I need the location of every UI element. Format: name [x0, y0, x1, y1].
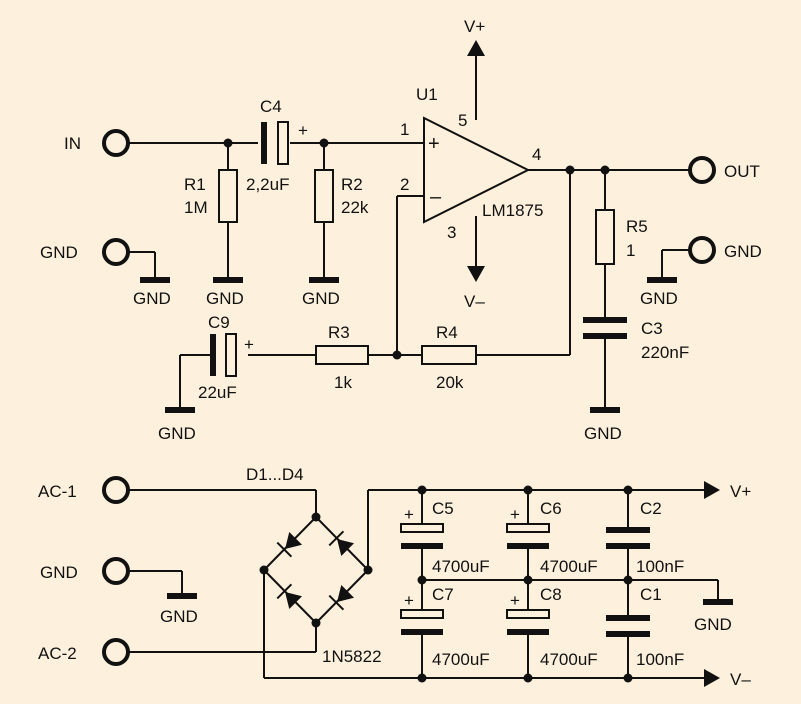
capacitor-c7	[400, 609, 444, 635]
gnd-terminal-psu[interactable]	[102, 557, 130, 585]
r1-ref: R1	[184, 175, 206, 194]
c1-value: 100nF	[636, 650, 684, 669]
r5-ref: R5	[626, 217, 648, 236]
ic-part-label: LM1875	[482, 201, 543, 220]
c6-value: 4700uF	[540, 557, 598, 576]
c4-plus-sign: +	[298, 121, 308, 140]
out-label: OUT	[724, 162, 760, 181]
c6-ref: C6	[540, 499, 562, 518]
junctions-amp	[223, 138, 610, 360]
c5-value: 4700uF	[432, 557, 490, 576]
resistor-r2	[314, 169, 334, 223]
ac2-terminal[interactable]	[102, 638, 130, 666]
capacitor-c4	[261, 121, 289, 165]
c4-value: 2,2uF	[246, 175, 289, 194]
c9-plus-sign: +	[244, 335, 254, 354]
capacitor-c3	[583, 317, 627, 339]
out-terminal[interactable]	[688, 156, 716, 184]
resistor-r5	[595, 209, 615, 265]
gnd-connector-label-right: GND	[724, 242, 762, 261]
resistor-r3	[315, 345, 369, 365]
c7-plus-sign: +	[404, 591, 414, 610]
opamp-plus-sign: +	[428, 133, 440, 155]
c7-value: 4700uF	[432, 650, 490, 669]
r1-value: 1M	[184, 198, 208, 217]
capacitor-c2	[606, 527, 650, 549]
c8-value: 4700uF	[540, 650, 598, 669]
r3-value: 1k	[334, 373, 352, 392]
c9-value: 22uF	[198, 383, 237, 402]
ac1-terminal[interactable]	[102, 476, 130, 504]
ic-ref-label: U1	[416, 85, 438, 104]
capacitor-c8	[506, 609, 550, 635]
pin2-label: 2	[400, 175, 409, 194]
bridge-diodes	[276, 530, 355, 611]
r3-ref: R3	[328, 323, 350, 342]
r4-ref: R4	[436, 323, 458, 342]
c2-ref: C2	[640, 499, 662, 518]
in-label: IN	[64, 134, 81, 153]
capacitor-c6	[506, 523, 550, 549]
resistor-r4	[421, 345, 477, 365]
c4-ref: C4	[260, 97, 282, 116]
gnd-label-5: GND	[584, 424, 622, 443]
ac1-label: AC-1	[38, 482, 77, 501]
gnd-connector-label-left: GND	[40, 243, 78, 262]
ac2-label: AC-2	[38, 644, 77, 663]
amp-wiring	[128, 48, 690, 408]
c2-value: 100nF	[636, 557, 684, 576]
pin5-label: 5	[458, 111, 467, 130]
c6-plus-sign: +	[510, 505, 520, 524]
gnd-label-psu-2: GND	[694, 615, 732, 634]
vminus-label: V–	[464, 292, 485, 311]
opamp-minus-sign: –	[430, 186, 442, 208]
capacitor-c9	[210, 333, 237, 377]
bridge-part-label: 1N5822	[322, 647, 382, 666]
gnd-label-psu-1: GND	[160, 607, 198, 626]
vplus-rail-arrow-icon	[704, 481, 720, 499]
pin4-label: 4	[532, 145, 541, 164]
c1-ref: C1	[640, 585, 662, 604]
vplus-label: V+	[464, 17, 485, 36]
r2-ref: R2	[341, 175, 363, 194]
in-terminal[interactable]	[102, 129, 130, 157]
c7-ref: C7	[432, 585, 454, 604]
resistor-r1	[218, 169, 238, 223]
gnd-label-3: GND	[302, 289, 340, 308]
psu-vplus-label: V+	[730, 482, 751, 501]
c9-ref: C9	[208, 313, 230, 332]
opamp-u1	[423, 116, 531, 224]
gnd-label-1: GND	[133, 289, 171, 308]
r2-value: 22k	[341, 198, 369, 217]
vplus-arrow-icon	[467, 40, 485, 56]
vminus-arrow-icon	[467, 266, 485, 282]
gnd-label-2: GND	[206, 289, 244, 308]
gnd-connector-label-psu: GND	[40, 563, 78, 582]
bridge-ref-label: D1...D4	[246, 465, 304, 484]
vminus-rail-arrow-icon	[704, 669, 720, 687]
pin1-label: 1	[400, 120, 409, 139]
gnd-terminal-left[interactable]	[102, 238, 130, 266]
r5-value: 1	[626, 241, 635, 260]
psu-vminus-label: V–	[730, 670, 751, 689]
pin3-label: 3	[447, 223, 456, 242]
ground-symbols-amp	[140, 277, 677, 413]
ground-symbols-psu	[167, 593, 733, 605]
junctions-psu	[259, 485, 633, 683]
c8-plus-sign: +	[510, 591, 520, 610]
capacitor-c5	[400, 523, 444, 549]
gnd-label-4: GND	[158, 424, 196, 443]
gnd-terminal-right[interactable]	[688, 236, 716, 264]
c5-ref: C5	[432, 499, 454, 518]
c3-value: 220nF	[641, 343, 689, 362]
gnd-label-6: GND	[640, 289, 678, 308]
capacitor-c1	[606, 615, 650, 637]
c3-ref: C3	[641, 319, 663, 338]
r4-value: 20k	[436, 373, 464, 392]
c5-plus-sign: +	[404, 505, 414, 524]
c8-ref: C8	[540, 585, 562, 604]
